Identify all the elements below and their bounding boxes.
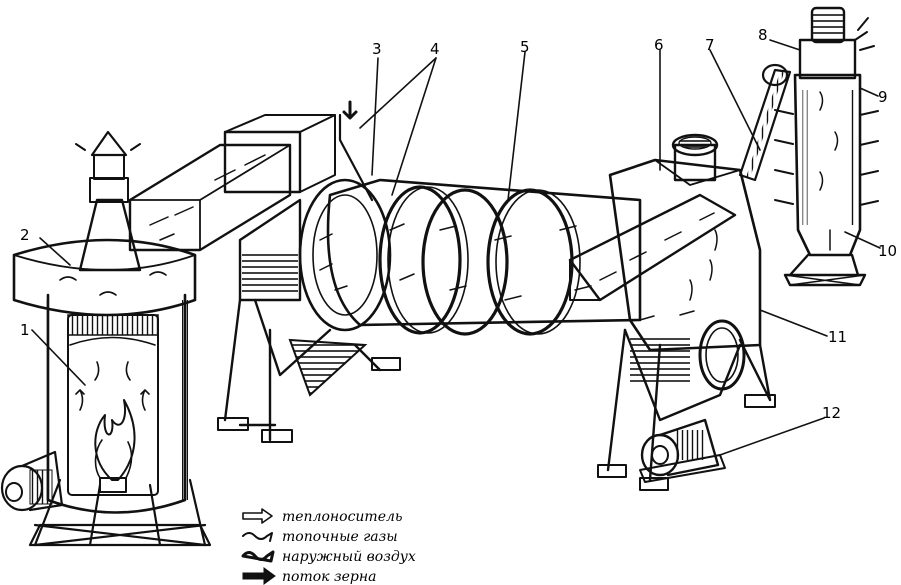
hot-air-duct xyxy=(128,114,336,252)
furnace-unit xyxy=(0,130,212,547)
callout-1: 1 xyxy=(20,321,30,339)
callout-8: 8 xyxy=(758,26,768,44)
wavy-arrow-icon xyxy=(242,532,273,542)
callout-12: 12 xyxy=(822,404,841,422)
hollow-arrow-icon xyxy=(242,508,273,524)
furnace-casing-top xyxy=(12,238,197,317)
discharge-chamber xyxy=(568,133,776,491)
legend-item-outside-air: наружный воздух xyxy=(241,549,416,565)
legend-label: наружный воздух xyxy=(282,549,416,565)
callout-2: 2 xyxy=(20,226,30,244)
furnace-chimney-cone xyxy=(78,198,142,272)
furnace-stand xyxy=(28,478,212,547)
legend: теплоноситель топочные газы наружный воз… xyxy=(241,508,416,585)
flame-icon xyxy=(94,399,136,481)
legend-item-flue-gases: топочные газы xyxy=(242,529,398,545)
callout-3: 3 xyxy=(372,40,382,58)
callout-numbers: 1 2 3 4 5 6 7 8 9 10 11 12 xyxy=(20,26,897,422)
legend-label: поток зерна xyxy=(282,569,376,585)
callout-leaders xyxy=(31,39,881,456)
rotary-drum xyxy=(298,100,642,336)
callout-6: 6 xyxy=(654,36,664,54)
drum-drive-motor xyxy=(639,418,726,483)
drum-rings xyxy=(378,185,581,336)
callout-5: 5 xyxy=(520,38,530,56)
legend-label: теплоноситель xyxy=(282,509,403,525)
callout-9: 9 xyxy=(878,88,888,106)
solid-wavy-arrow-icon xyxy=(241,550,275,563)
grain-inlet-arrow-icon xyxy=(342,100,358,120)
legend-label: топочные газы xyxy=(282,529,398,545)
bold-arrow-icon xyxy=(242,567,276,585)
callout-10: 10 xyxy=(878,242,897,260)
legend-item-heat-carrier: теплоноситель xyxy=(242,508,403,525)
callout-4: 4 xyxy=(430,40,440,58)
cooling-column xyxy=(738,6,879,287)
furnace-grill xyxy=(67,314,159,336)
callout-7: 7 xyxy=(705,36,715,54)
legend-item-grain-flow: поток зерна xyxy=(242,567,376,585)
furnace-cylinder xyxy=(46,293,187,514)
callout-11: 11 xyxy=(828,328,847,346)
left-hopper xyxy=(217,198,401,443)
